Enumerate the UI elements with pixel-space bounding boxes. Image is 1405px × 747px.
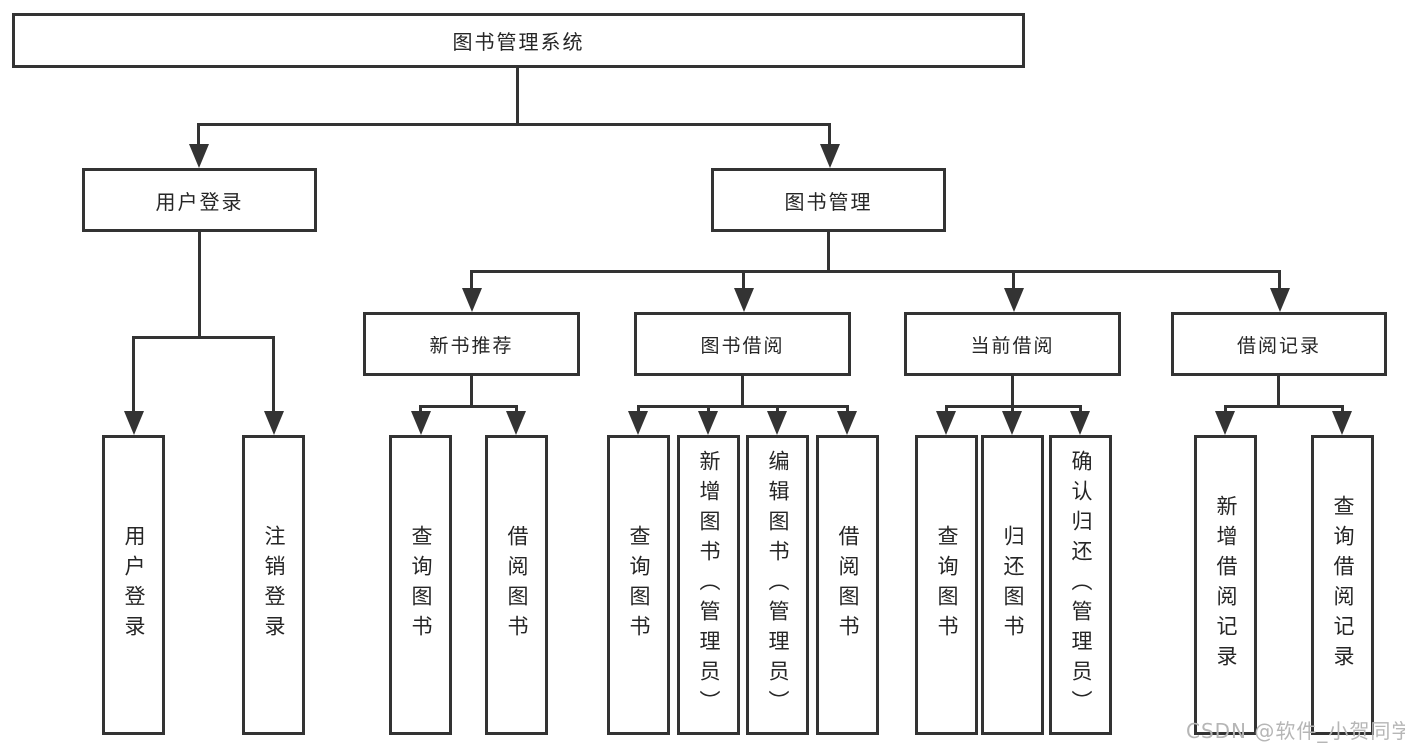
connector-vertical [707,405,710,415]
connector-vertical [776,405,779,415]
arrow-down-icon [506,411,526,435]
connector-horizontal [637,405,849,408]
connector-vertical [1011,405,1014,415]
connector-vertical [945,405,948,415]
arrow-down-icon [698,411,718,435]
tree-node-book-management: 图书管理 [711,168,946,232]
arrow-down-icon [1332,411,1352,435]
connector-vertical [827,232,830,272]
tree-node-root: 图书管理系统 [12,13,1025,68]
connector-vertical [1079,405,1082,415]
arrow-down-icon [411,411,431,435]
connector-vertical [846,405,849,415]
connector-vertical [470,376,473,408]
connector-horizontal [470,270,1281,273]
connector-vertical [197,123,200,147]
connector-vertical [1012,270,1015,290]
arrow-down-icon [936,411,956,435]
tree-leaf-add-book-admin: 新增图书（管理员） [677,435,740,735]
tree-node-current-borrow: 当前借阅 [904,312,1121,376]
connector-vertical [742,270,745,290]
arrow-down-icon [1215,411,1235,435]
tree-node-new-book-recommend: 新书推荐 [363,312,580,376]
arrow-down-icon [820,144,840,168]
tree-leaf-edit-book-admin: 编辑图书（管理员） [746,435,809,735]
arrow-down-icon [462,288,482,312]
arrow-down-icon [1002,411,1022,435]
connector-vertical [741,376,744,408]
connector-vertical [828,123,831,147]
connector-horizontal [197,123,831,126]
connector-horizontal [419,405,518,408]
tree-node-book-borrow: 图书借阅 [634,312,851,376]
connector-vertical [637,405,640,415]
tree-leaf-query-books: 查询图书 [915,435,978,735]
tree-node-borrow-records: 借阅记录 [1171,312,1387,376]
tree-node-user-login: 用户登录 [82,168,317,232]
arrow-down-icon [1004,288,1024,312]
tree-leaf-query-books: 查询图书 [389,435,452,735]
arrow-down-icon [837,411,857,435]
tree-leaf-return-books: 归还图书 [981,435,1044,735]
connector-vertical [515,405,518,415]
arrow-down-icon [264,411,284,435]
tree-leaf-logout: 注销登录 [242,435,305,735]
tree-leaf-add-borrow-record: 新增借阅记录 [1194,435,1257,735]
connector-vertical [1278,270,1281,290]
tree-leaf-borrow-books: 借阅图书 [485,435,548,735]
connector-vertical [516,67,519,123]
arrow-down-icon [734,288,754,312]
tree-leaf-query-books: 查询图书 [607,435,670,735]
connector-vertical [470,270,473,290]
connector-vertical [1341,405,1344,415]
connector-vertical [272,336,275,413]
tree-leaf-borrow-books: 借阅图书 [816,435,879,735]
connector-vertical [1011,376,1014,408]
connector-horizontal [1224,405,1344,408]
arrow-down-icon [124,411,144,435]
arrow-down-icon [628,411,648,435]
connector-vertical [1224,405,1227,415]
arrow-down-icon [1070,411,1090,435]
connector-horizontal [132,336,275,339]
arrow-down-icon [767,411,787,435]
tree-leaf-query-borrow-record: 查询借阅记录 [1311,435,1374,735]
arrow-down-icon [1270,288,1290,312]
tree-leaf-user-login: 用户登录 [102,435,165,735]
connector-vertical [1277,376,1280,408]
connector-vertical [132,336,135,413]
arrow-down-icon [189,144,209,168]
connector-vertical [198,232,201,336]
connector-vertical [419,405,422,415]
tree-leaf-confirm-return-admin: 确认归还（管理员） [1049,435,1112,735]
watermark: CSDN @软件_小贺同学 [1186,719,1405,743]
